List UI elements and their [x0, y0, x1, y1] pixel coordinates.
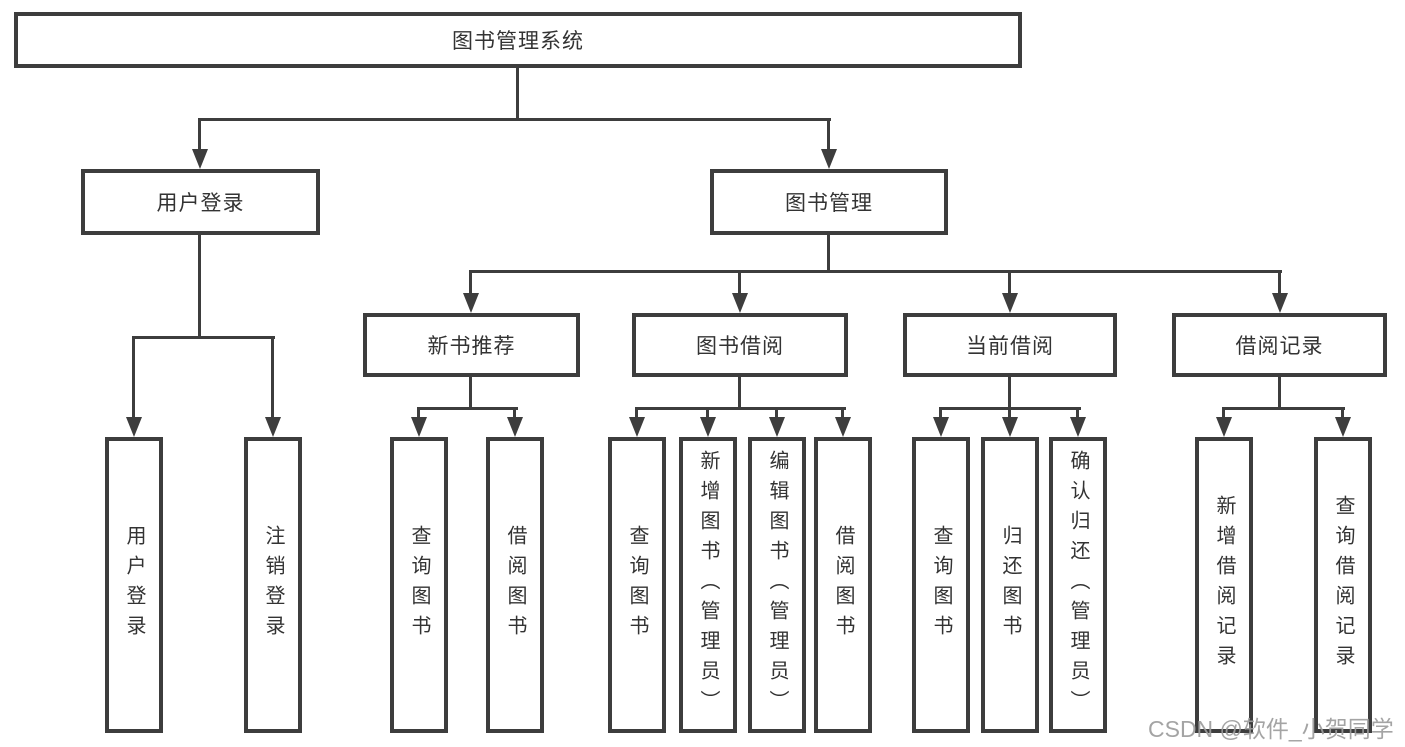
- leaf-edit-book-admin: 编辑图书（管理员）: [748, 437, 806, 733]
- edge-line: [417, 407, 518, 410]
- leaf-borrow-books-recommend: 借阅图书: [486, 437, 544, 733]
- leaf-confirm-return-admin: 确认归还（管理员）: [1049, 437, 1107, 733]
- leaf-query-books-recommend: 查询图书: [390, 437, 448, 733]
- leaf-label: 注销登录: [262, 525, 284, 645]
- arrow-down-icon: [126, 417, 142, 437]
- node-label: 图书管理: [785, 192, 873, 215]
- edge-line: [1222, 407, 1225, 421]
- leaf-return-book: 归还图书: [981, 437, 1039, 733]
- edge-line: [841, 407, 844, 421]
- node-borrow-record: 借阅记录: [1172, 313, 1387, 377]
- edge-line: [198, 233, 201, 339]
- node-user-login: 用户登录: [81, 169, 320, 235]
- leaf-label: 借阅图书: [832, 525, 854, 645]
- node-label: 当前借阅: [966, 335, 1054, 358]
- node-label: 用户登录: [156, 192, 245, 215]
- edge-line: [1278, 270, 1281, 296]
- arrow-down-icon: [732, 293, 748, 313]
- edge-line: [706, 407, 709, 421]
- arrow-down-icon: [1002, 417, 1018, 437]
- leaf-label: 借阅图书: [504, 525, 526, 645]
- leaf-label: 查询借阅记录: [1332, 495, 1354, 675]
- arrow-down-icon: [933, 417, 949, 437]
- edge-line: [469, 375, 472, 410]
- arrow-down-icon: [1272, 293, 1288, 313]
- arrow-down-icon: [507, 417, 523, 437]
- leaf-add-book-admin: 新增图书（管理员）: [679, 437, 737, 733]
- arrow-down-icon: [1335, 417, 1351, 437]
- edge-line: [827, 118, 830, 151]
- edge-line: [1222, 407, 1345, 410]
- node-book-borrow: 图书借阅: [632, 313, 848, 377]
- arrow-down-icon: [411, 417, 427, 437]
- edge-line: [775, 407, 778, 421]
- node-new-book-recommend: 新书推荐: [363, 313, 580, 377]
- leaf-label: 查询图书: [408, 525, 430, 645]
- edge-line: [513, 407, 516, 421]
- edge-line: [738, 270, 741, 296]
- leaf-add-borrow-record: 新增借阅记录: [1195, 437, 1253, 733]
- leaf-label: 新增借阅记录: [1213, 495, 1235, 675]
- node-label: 新书推荐: [427, 335, 516, 358]
- arrow-down-icon: [629, 417, 645, 437]
- leaf-label: 用户登录: [123, 525, 145, 645]
- edge-line: [1278, 375, 1281, 410]
- leaf-query-borrow-record: 查询借阅记录: [1314, 437, 1372, 733]
- edge-line: [469, 270, 1282, 273]
- node-label: 图书管理系统: [452, 30, 584, 53]
- node-library-system-root: 图书管理系统: [14, 12, 1022, 68]
- edge-line: [516, 66, 519, 120]
- leaf-label: 查询图书: [930, 525, 952, 645]
- arrow-down-icon: [821, 149, 837, 169]
- edge-line: [1076, 407, 1079, 421]
- node-book-management: 图书管理: [710, 169, 948, 235]
- leaf-label: 编辑图书（管理员）: [766, 450, 788, 720]
- edge-line: [1341, 407, 1344, 421]
- edge-line: [469, 270, 472, 296]
- arrow-down-icon: [1216, 417, 1232, 437]
- edge-line: [1008, 407, 1011, 421]
- arrow-down-icon: [265, 417, 281, 437]
- arrow-down-icon: [769, 417, 785, 437]
- edge-line: [132, 336, 135, 420]
- leaf-user-login: 用户登录: [105, 437, 163, 733]
- leaf-query-books-current: 查询图书: [912, 437, 970, 733]
- leaf-label: 确认归还（管理员）: [1067, 450, 1089, 720]
- leaf-label: 查询图书: [626, 525, 648, 645]
- edge-line: [417, 407, 420, 421]
- edge-line: [635, 407, 638, 421]
- edge-line: [635, 407, 846, 410]
- node-current-borrow: 当前借阅: [903, 313, 1117, 377]
- arrow-down-icon: [1002, 293, 1018, 313]
- edge-line: [939, 407, 942, 421]
- arrow-down-icon: [463, 293, 479, 313]
- leaf-query-books-borrow: 查询图书: [608, 437, 666, 733]
- arrow-down-icon: [835, 417, 851, 437]
- arrow-down-icon: [700, 417, 716, 437]
- edge-line: [198, 118, 831, 121]
- edge-line: [1008, 270, 1011, 296]
- edge-line: [132, 336, 275, 339]
- node-label: 借阅记录: [1235, 335, 1324, 358]
- leaf-label: 新增图书（管理员）: [697, 450, 719, 720]
- leaf-logout: 注销登录: [244, 437, 302, 733]
- edge-line: [738, 375, 741, 410]
- leaf-label: 归还图书: [999, 525, 1021, 645]
- arrow-down-icon: [1070, 417, 1086, 437]
- node-label: 图书借阅: [696, 335, 784, 358]
- arrow-down-icon: [192, 149, 208, 169]
- edge-line: [198, 118, 201, 152]
- csdn-watermark: CSDN @软件_小贺同学: [1148, 716, 1394, 742]
- edge-line: [1008, 375, 1011, 410]
- edge-line: [827, 233, 830, 273]
- edge-line: [271, 336, 274, 420]
- leaf-borrow-book: 借阅图书: [814, 437, 872, 733]
